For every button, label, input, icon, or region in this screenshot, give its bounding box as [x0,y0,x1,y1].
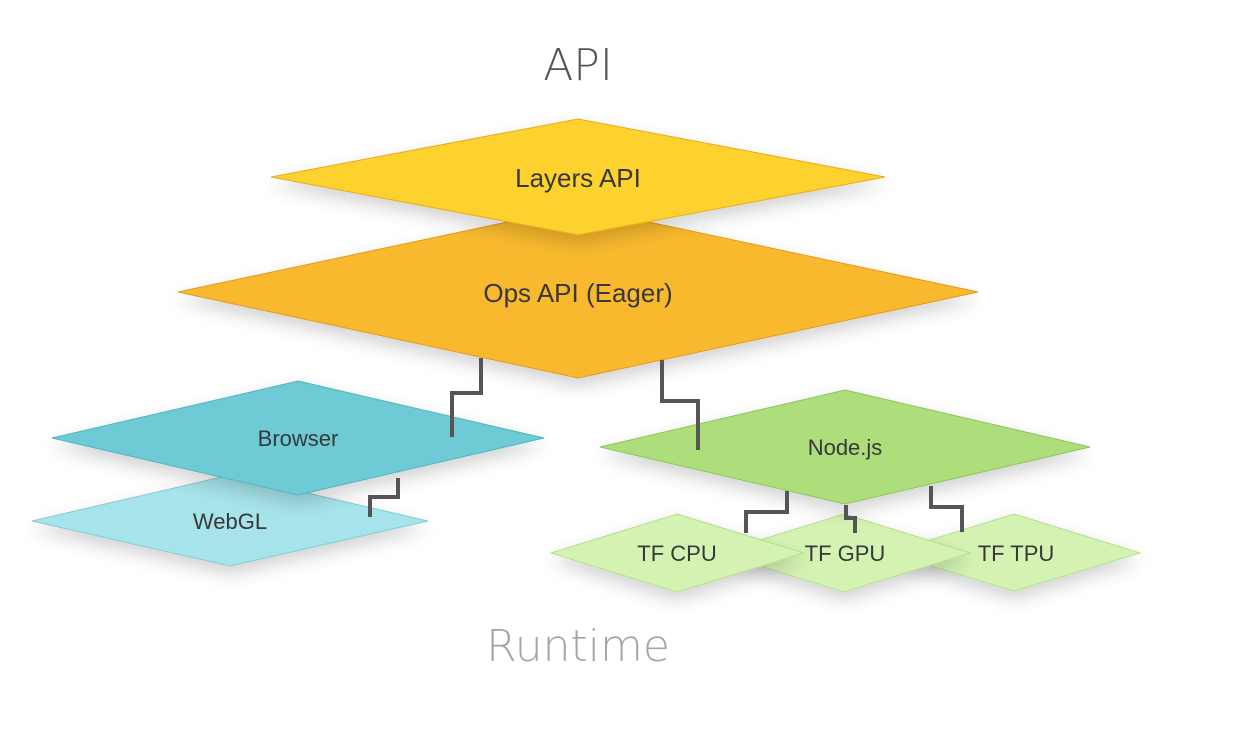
connector-node-tf-gpu [844,505,857,533]
nodejs-label: Node.js [808,435,883,460]
browser-label: Browser [258,426,339,451]
tf-cpu-shape [549,513,806,593]
tf-tpu-label: TF TPU [978,541,1055,566]
layers-api-label: Layers API [515,163,641,193]
webgl-layer: WebGL [31,474,429,567]
connector-node-tf-cpu [744,491,789,533]
ops-api-shape [177,206,979,379]
tf-gpu-label: TF GPU [805,541,886,566]
api-heading: API [543,40,613,91]
browser-layer: Browser [51,380,545,496]
webgl-label: WebGL [193,509,267,534]
layers-api-shape [270,118,886,236]
tf-cpu-label: TF CPU [637,541,716,566]
browser-shape [51,380,545,496]
layers-api-layer: Layers API [270,118,886,236]
tf-tpu-layer: TF TPU [886,513,1142,592]
tf-tpu-shape [886,513,1142,592]
ops-api-label: Ops API (Eager) [483,278,672,308]
connector-ops-browser [450,358,483,437]
connector-browser-webgl [368,478,400,517]
tf-gpu-layer: TF GPU [716,513,972,593]
connector-node-tf-tpu [929,486,964,532]
webgl-shape [31,474,429,567]
runtime-heading: Runtime [486,621,670,672]
tf-cpu-layer: TF CPU [549,513,806,593]
nodejs-shape [599,389,1091,505]
ops-api-layer: Ops API (Eager) [177,206,979,379]
nodejs-layer: Node.js [599,389,1091,505]
connector-ops-nodejs [660,360,700,450]
